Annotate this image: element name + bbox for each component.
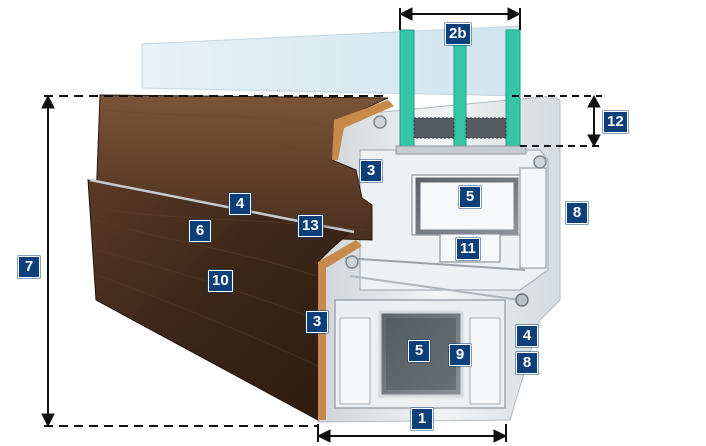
triple-glazing xyxy=(395,29,527,155)
woodgrain-foil-cladding xyxy=(87,94,394,421)
label-7: 7 xyxy=(18,256,40,278)
label-3-lower: 3 xyxy=(306,311,328,333)
label-13: 13 xyxy=(298,215,323,237)
label-10: 10 xyxy=(208,270,233,292)
label-11: 11 xyxy=(456,238,480,260)
label-5-lower: 5 xyxy=(408,340,430,362)
label-8-upper: 8 xyxy=(566,202,588,224)
label-4-lower: 4 xyxy=(516,325,538,347)
label-1: 1 xyxy=(411,408,433,430)
label-12: 12 xyxy=(603,111,628,133)
steel-reinforcement-sash xyxy=(415,177,519,235)
label-2b: 2b xyxy=(445,23,471,45)
label-9: 9 xyxy=(449,344,471,366)
dimension-lines xyxy=(41,7,602,443)
label-6: 6 xyxy=(189,220,211,242)
label-8-lower: 8 xyxy=(516,352,538,374)
label-3-upper: 3 xyxy=(360,160,382,182)
label-4-upper: 4 xyxy=(229,193,251,215)
label-5-upper: 5 xyxy=(459,186,481,208)
